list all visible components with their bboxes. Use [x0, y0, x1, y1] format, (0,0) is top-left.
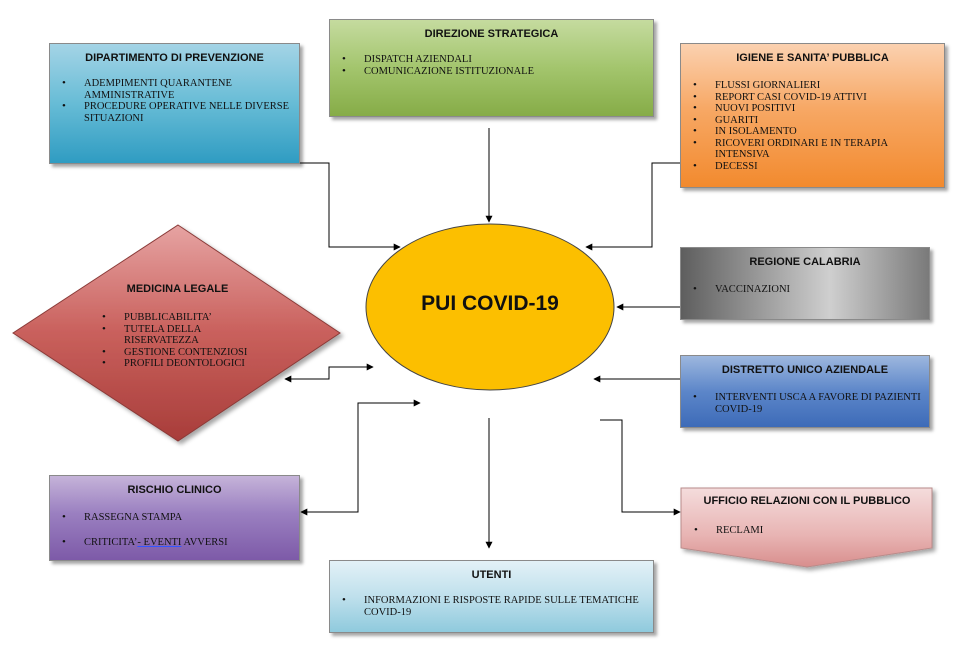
item-list: ADEMPIMENTI QUARANTENE AMMINISTRATIVE PR… [50, 78, 299, 124]
regione-calabria-box: REGIONE CALABRIA VACCINAZIONI [680, 247, 930, 320]
center-label: PUI COVID-19 [421, 292, 559, 315]
list-item: DISPATCH AZIENDALI [342, 54, 653, 66]
box-title: RISCHIO CLINICO [127, 484, 222, 496]
list-item: PROCEDURE OPERATIVE NELLE DIVERSE SITUAZ… [62, 101, 299, 124]
distretto-unico-box: DISTRETTO UNICO AZIENDALE INTERVENTI USC… [680, 355, 930, 428]
box-title: DIREZIONE STRATEGICA [424, 28, 559, 40]
list-item: PUBBLICABILITA’ [102, 312, 268, 324]
medicina-legale-title: MEDICINA LEGALE [126, 283, 229, 295]
list-item: CRITICITA’- EVENTI AVVERSI [62, 536, 299, 549]
item-list: INTERVENTI USCA A FAVORE DI PAZIENTI COV… [681, 392, 929, 415]
list-item: GUARITI [693, 115, 944, 127]
box-title: DISTRETTO UNICO AZIENDALE [721, 364, 889, 376]
connector-rischio [300, 399, 421, 516]
rischio-clinico-box: RISCHIO CLINICO RASSEGNA STAMPA CRITICIT… [49, 475, 300, 561]
list-item: VACCINAZIONI [693, 284, 929, 296]
list-item: REPORT CASI COVID-19 ATTIVI [693, 92, 944, 104]
item-list: RASSEGNA STAMPA CRITICITA’- EVENTI AVVER… [50, 512, 299, 548]
connector-igiene [585, 162, 680, 251]
connector-urp [600, 419, 681, 516]
item-text: CRITICITA’ [84, 536, 138, 548]
dipartimento-prevenzione-box: DIPARTIMENTO DI PREVENZIONE ADEMPIMENTI … [49, 43, 300, 164]
item-list: INFORMAZIONI E RISPOSTE RAPIDE SULLE TEM… [330, 595, 653, 618]
list-item: RASSEGNA STAMPA [62, 512, 299, 524]
item-list: VACCINAZIONI [681, 284, 929, 296]
box-title: DIPARTIMENTO DI PREVENZIONE [85, 52, 264, 64]
utenti-box: UTENTI INFORMAZIONI E RISPOSTE RAPIDE SU… [329, 560, 654, 633]
item-text-underlined: - EVENTI [137, 536, 182, 548]
item-list: FLUSSI GIORNALIERI REPORT CASI COVID-19 … [681, 80, 944, 172]
urp-list: RECLAMI [682, 525, 922, 537]
center-ellipse [365, 223, 615, 391]
list-item: PROFILI DEONTOLOGICI [102, 358, 268, 370]
item-list: PUBBLICABILITA’ TUTELA DELLA RISERVATEZZ… [88, 312, 268, 370]
list-item: INFORMAZIONI E RISPOSTE RAPIDE SULLE TEM… [342, 595, 653, 618]
list-item: GESTIONE CONTENZIOSI [102, 347, 268, 359]
list-item: TUTELA DELLA RISERVATEZZA [102, 324, 268, 347]
box-title: IGIENE E SANITA’ PUBBLICA [736, 52, 889, 64]
list-item: IN ISOLAMENTO [693, 126, 944, 138]
direzione-strategica-box: DIREZIONE STRATEGICA DISPATCH AZIENDALI … [329, 19, 654, 117]
urp-title: UFFICIO RELAZIONI CON IL PUBBLICO [703, 495, 911, 507]
igiene-sanita-box: IGIENE E SANITA’ PUBBLICA FLUSSI GIORNAL… [680, 43, 945, 188]
list-item: FLUSSI GIORNALIERI [693, 80, 944, 92]
list-item: NUOVI POSITIVI [693, 103, 944, 115]
box-title: REGIONE CALABRIA [749, 256, 861, 268]
list-item: COMUNICAZIONE ISTITUZIONALE [342, 66, 653, 78]
list-item: INTERVENTI USCA A FAVORE DI PAZIENTI COV… [693, 392, 929, 415]
item-list: DISPATCH AZIENDALI COMUNICAZIONE ISTITUZ… [330, 54, 653, 77]
list-item: DECESSI [693, 161, 944, 173]
connector-dipartimento [300, 162, 401, 251]
item-text: AVVERSI [181, 536, 228, 548]
item-list: RECLAMI [682, 525, 922, 537]
box-title: UTENTI [471, 569, 512, 581]
connector-medicina [284, 363, 374, 383]
list-item: ADEMPIMENTI QUARANTENE AMMINISTRATIVE [62, 78, 299, 101]
list-item: RICOVERI ORDINARI E IN TERAPIA INTENSIVA [693, 138, 944, 161]
list-item: RECLAMI [694, 525, 922, 537]
medicina-legale-list: PUBBLICABILITA’ TUTELA DELLA RISERVATEZZ… [88, 312, 268, 370]
